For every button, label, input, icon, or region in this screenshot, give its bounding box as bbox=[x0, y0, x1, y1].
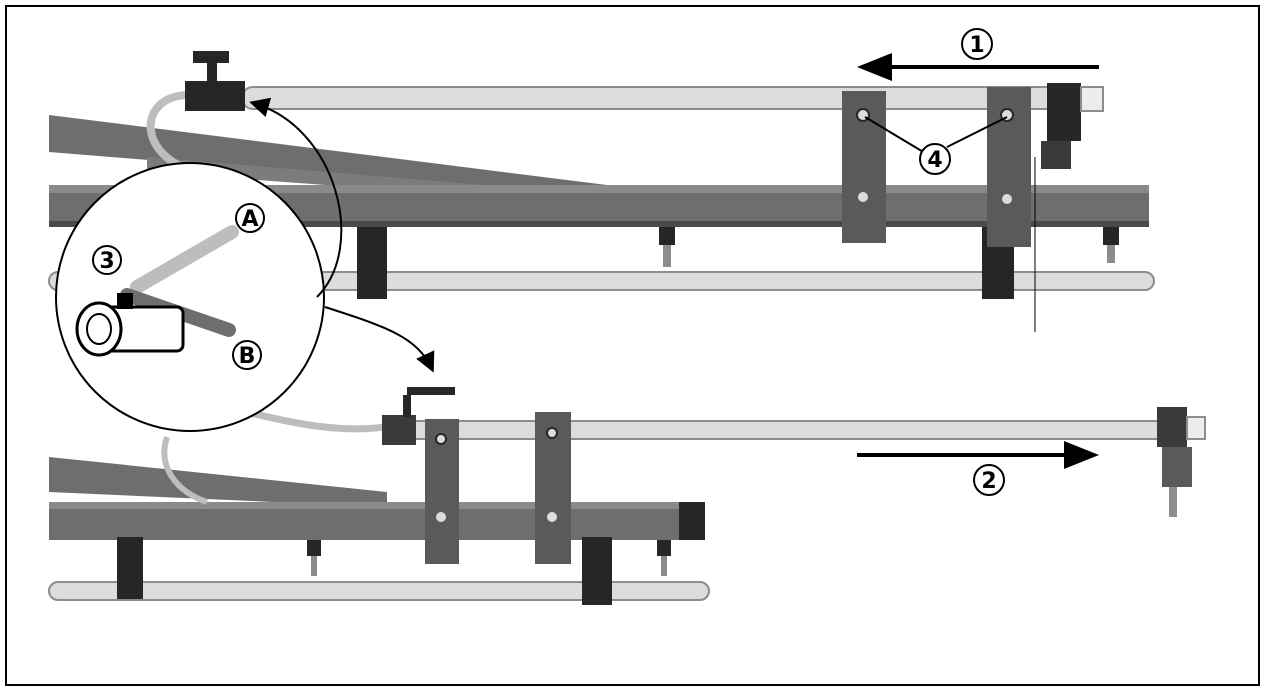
valve-detail-magnifier: 3 A B bbox=[55, 162, 325, 432]
handle-position-a bbox=[130, 225, 239, 294]
upper-main-beam-shadow bbox=[49, 221, 1149, 227]
lower-hose-2 bbox=[161, 436, 209, 505]
upper-end-nozzle bbox=[1041, 141, 1071, 169]
callout-1: 1 bbox=[969, 33, 984, 58]
lower-diagonal-strut bbox=[49, 457, 387, 507]
callout-4: 4 bbox=[927, 148, 942, 173]
lower-beam-end bbox=[679, 502, 705, 540]
diagram-frame: 3 A B 1 2 4 bbox=[5, 5, 1260, 686]
upper-valve-stem bbox=[207, 63, 217, 83]
bracket-bolt bbox=[435, 433, 447, 445]
lower-ball-valve bbox=[382, 415, 416, 445]
callout-b: B bbox=[239, 344, 256, 369]
callout-b-circle bbox=[232, 340, 262, 370]
callout-4-leader bbox=[864, 116, 926, 154]
upper-end-cap bbox=[1080, 86, 1104, 112]
lower-valve-handle bbox=[407, 387, 455, 395]
bracket-bolt bbox=[546, 427, 558, 439]
lower-nozzle bbox=[657, 540, 671, 556]
callout-3-circle bbox=[92, 245, 122, 275]
upper-pipe-clamp bbox=[357, 227, 387, 299]
connector-to-upper-valve bbox=[249, 97, 343, 298]
upper-main-pipe bbox=[241, 86, 1103, 110]
lower-end-nozzle bbox=[1162, 447, 1192, 487]
upper-ball-valve bbox=[185, 81, 245, 111]
lower-end-cap bbox=[1186, 416, 1206, 440]
magnified-valve-stem bbox=[117, 293, 133, 309]
callout-4-leader bbox=[946, 116, 1008, 148]
callout-a: A bbox=[241, 207, 258, 232]
upper-end-fitting bbox=[1047, 83, 1081, 141]
magnified-valve-port-inner bbox=[86, 313, 112, 345]
upper-nozzle-tip bbox=[1107, 245, 1115, 263]
lower-boom-assembly bbox=[48, 387, 1206, 605]
upper-nozzle bbox=[659, 227, 675, 245]
lower-valve-stem bbox=[403, 395, 411, 417]
callout-2-circle bbox=[973, 464, 1005, 496]
lower-end-nozzle-tip bbox=[1169, 487, 1177, 517]
lower-pipe-clamp bbox=[117, 537, 143, 599]
lower-main-pipe bbox=[401, 420, 1173, 440]
sprayer-boom-diagram: 3 A B 1 2 4 bbox=[48, 28, 1206, 605]
upper-nozzle bbox=[1103, 227, 1119, 245]
lower-pipe-clamp bbox=[582, 537, 612, 605]
lower-hose bbox=[246, 408, 386, 433]
lower-nozzle-tip bbox=[661, 556, 667, 576]
connector-to-lower-valve bbox=[324, 306, 435, 373]
magnifier-circle bbox=[55, 162, 325, 432]
callout-3: 3 bbox=[99, 249, 114, 274]
lower-main-beam-top bbox=[49, 502, 704, 509]
bracket-bolt bbox=[858, 192, 868, 202]
lower-lower-pipe bbox=[48, 581, 710, 601]
bracket-bolt bbox=[436, 512, 446, 522]
bracket-bolt bbox=[1002, 194, 1012, 204]
upper-main-beam-top bbox=[49, 185, 1149, 193]
callout-2: 2 bbox=[981, 469, 996, 494]
lower-end-fitting bbox=[1157, 407, 1187, 447]
upper-valve-handle bbox=[193, 51, 229, 63]
direction-arrow-2-head bbox=[1064, 441, 1099, 469]
bracket-bolt bbox=[547, 512, 557, 522]
upper-diagonal-strut bbox=[49, 115, 607, 197]
lower-nozzle-tip bbox=[311, 556, 317, 576]
callout-4-circle bbox=[919, 143, 951, 175]
direction-arrow-1-head bbox=[857, 53, 892, 81]
lower-nozzle bbox=[307, 540, 321, 556]
callout-a-circle bbox=[235, 203, 265, 233]
callout-1-circle bbox=[961, 28, 993, 60]
upper-nozzle-tip bbox=[663, 245, 671, 267]
